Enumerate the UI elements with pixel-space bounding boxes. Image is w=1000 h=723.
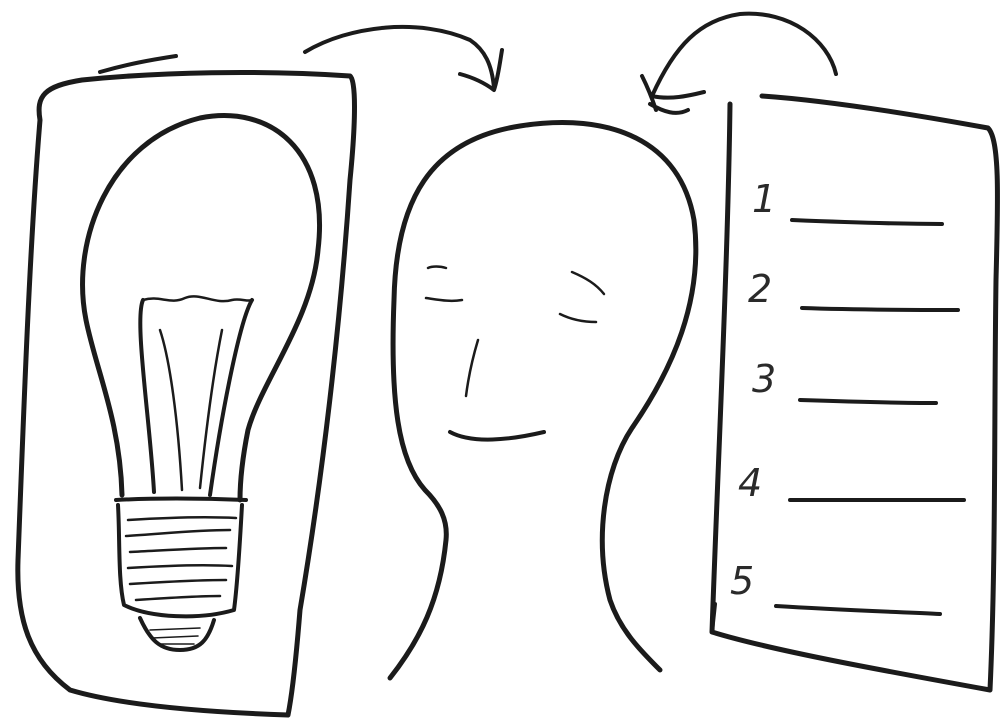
left-eye [428, 267, 446, 269]
list-number-2: 2 [748, 267, 772, 311]
idea-card-top-stroke [100, 56, 176, 72]
idea-card [18, 56, 355, 715]
list-number-5: 5 [730, 559, 754, 603]
idea-card-border [18, 73, 355, 715]
list-number-3: 3 [752, 357, 776, 401]
lightbulb-icon [83, 116, 320, 650]
person-head-icon [390, 123, 696, 678]
mouth [450, 432, 544, 440]
nose [466, 340, 478, 396]
arrow-left-icon [305, 27, 502, 90]
numbered-list: 1 2 3 4 5 [730, 177, 964, 614]
right-eye [572, 272, 604, 294]
list-number-1: 1 [752, 177, 776, 221]
list-number-4: 4 [738, 461, 762, 505]
list-card: 1 2 3 4 5 [712, 96, 998, 690]
